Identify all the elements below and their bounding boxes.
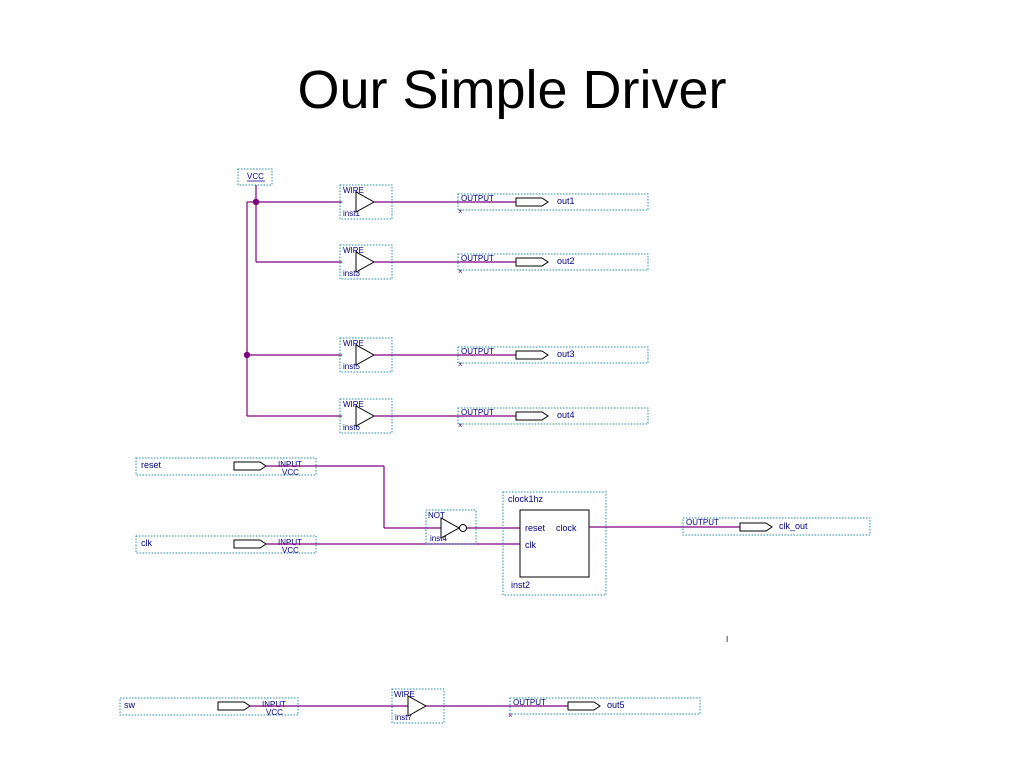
buffer-type-label: WIRE <box>343 186 364 195</box>
slide-title: Our Simple Driver <box>297 60 727 120</box>
svg-text:×: × <box>508 711 513 720</box>
buffer-inst-label: inst3 <box>343 269 360 278</box>
clock1hz-block: clock1hz reset clk clock inst2 <box>502 491 740 596</box>
reset-wire <box>383 466 441 529</box>
input-sw: sw INPUT VCC <box>119 697 408 717</box>
port-reset-label: reset <box>525 523 546 533</box>
input-type-label: INPUT <box>278 538 302 547</box>
buffer-row-3: WIRE inst5 OUTPUT × out3 <box>339 337 649 373</box>
output-name-label: out5 <box>607 700 625 710</box>
input-type-label: INPUT <box>278 460 302 469</box>
not-gate-symbol <box>440 517 461 539</box>
input-name-label: sw <box>124 700 136 710</box>
buffer-inst-label: inst5 <box>343 362 360 371</box>
svg-text:×: × <box>458 267 463 276</box>
input-pin <box>233 539 267 549</box>
buffer-gate <box>355 344 376 366</box>
input-sub-label: VCC <box>282 468 299 477</box>
output-pin <box>515 197 549 207</box>
block-title: clock1hz <box>508 494 544 504</box>
not-inst-label: inst4 <box>430 534 447 543</box>
svg-text:×: × <box>458 421 463 430</box>
buffer-gate <box>355 191 376 213</box>
buffer-inst-label: inst1 <box>343 209 360 218</box>
buffer-type-label: WIRE <box>343 400 364 409</box>
output-type-label: OUTPUT <box>461 254 494 263</box>
buffer-row-2: WIRE inst3 OUTPUT × out2 <box>339 244 649 280</box>
buffer-row-4: WIRE inst6 OUTPUT × out4 <box>339 398 649 434</box>
output-pin <box>739 522 773 532</box>
output-name-label: out1 <box>557 196 575 206</box>
input-pin <box>233 461 267 471</box>
output-type-label: OUTPUT <box>461 347 494 356</box>
output-out5: OUTPUT × out5 <box>508 697 701 720</box>
input-name-label: clk <box>141 538 152 548</box>
not-gate: NOT inst4 <box>425 509 520 545</box>
output-clk-out: OUTPUT clk_out <box>682 517 871 536</box>
output-pin <box>515 350 549 360</box>
input-sub-label: VCC <box>282 546 299 555</box>
svg-text:×: × <box>458 360 463 369</box>
buffer-row-1: WIRE inst1 OUTPUT × out1 <box>339 184 649 220</box>
output-pin <box>515 411 549 421</box>
cursor-mark: I <box>726 635 728 644</box>
output-name-label: out3 <box>557 349 575 359</box>
block-inst-label: inst2 <box>511 580 530 590</box>
input-sub-label: VCC <box>266 708 283 717</box>
buffer-inst-label: inst6 <box>343 423 360 432</box>
junction-dot <box>252 198 260 206</box>
vcc-symbol: VCC <box>237 168 273 186</box>
not-type-label: NOT <box>428 511 445 520</box>
input-type-label: INPUT <box>262 700 286 709</box>
output-type-label: OUTPUT <box>686 518 719 527</box>
output-type-label: OUTPUT <box>461 194 494 203</box>
sw-buffer: WIRE inst7 <box>391 688 568 724</box>
port-clock-label: clock <box>556 523 577 533</box>
buffer-gate <box>407 695 428 717</box>
input-name-label: reset <box>141 460 162 470</box>
inverter-bubble <box>459 524 467 532</box>
port-clk-label: clk <box>525 540 536 550</box>
svg-text:×: × <box>458 207 463 216</box>
input-reset: reset INPUT VCC <box>135 457 384 477</box>
output-name-label: out2 <box>557 256 575 266</box>
output-name-label: out4 <box>557 410 575 420</box>
output-name-label: clk_out <box>779 521 808 531</box>
vcc-label: VCC <box>247 172 264 181</box>
buffer-inst-label: inst7 <box>395 713 412 722</box>
buffer-type-label: WIRE <box>394 690 415 699</box>
output-pin <box>567 701 601 711</box>
output-pin <box>515 257 549 267</box>
output-type-label: OUTPUT <box>461 408 494 417</box>
junction-dot <box>243 351 251 359</box>
buffer-type-label: WIRE <box>343 339 364 348</box>
input-clk: clk INPUT VCC <box>135 535 520 555</box>
buffer-gate <box>355 405 376 427</box>
vcc-wires <box>243 185 342 417</box>
output-type-label: OUTPUT <box>513 698 546 707</box>
buffer-type-label: WIRE <box>343 246 364 255</box>
buffer-gate <box>355 251 376 273</box>
input-pin <box>217 701 251 711</box>
